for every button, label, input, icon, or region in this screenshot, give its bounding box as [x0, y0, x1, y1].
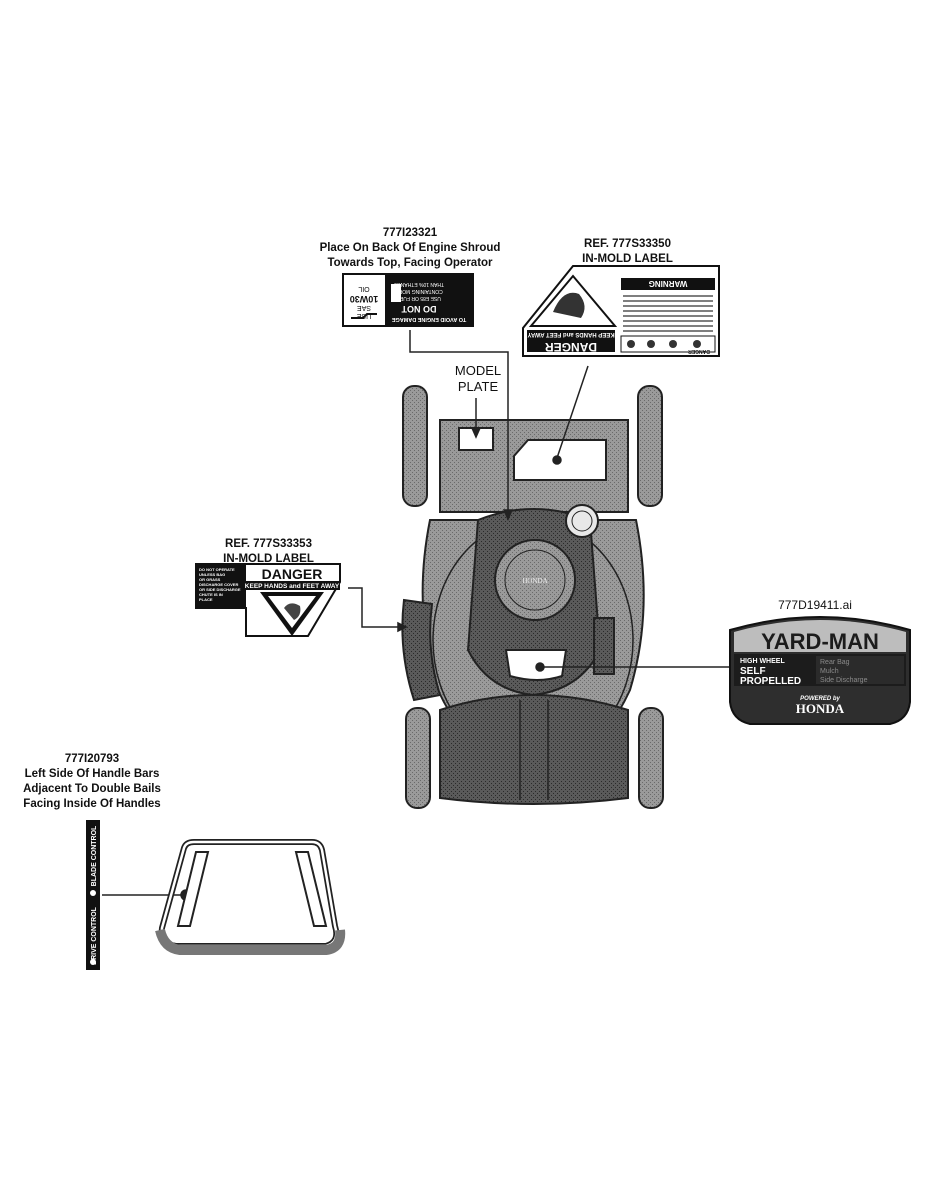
handle-bar-drawing: [155, 839, 346, 955]
bail-left: [176, 851, 210, 927]
engine-label-instruction-1: Place On Back Of Engine Shroud: [319, 242, 501, 254]
top-danger-label-ref: REF. 777S33350: [584, 238, 671, 250]
svg-text:KEEP HANDS and FEET AWAY: KEEP HANDS and FEET AWAY: [245, 583, 340, 590]
wheel-rear-right: [637, 385, 663, 507]
svg-text:PROPELLED: PROPELLED: [740, 676, 801, 687]
model-plate-line-1: MODEL: [454, 363, 502, 378]
handle-label-instruction-1: Left Side Of Handle Bars: [24, 768, 160, 780]
handle-label-caption: 777I20793 Left Side Of Handle Bars Adjac…: [12, 752, 172, 812]
svg-text:HIGH WHEEL: HIGH WHEEL: [740, 658, 785, 665]
svg-text:DO NOT: DO NOT: [401, 304, 437, 314]
model-plate-line-2: PLATE: [457, 379, 499, 394]
handle-label-part-number: 777I20793: [64, 753, 120, 765]
engine-flywheel: [494, 539, 576, 621]
svg-text:THAN 10% ETHANOL: THAN 10% ETHANOL: [394, 281, 444, 287]
top-danger-decal: DANGER KEEP HANDS and FEET AWAY WARNING …: [522, 265, 720, 357]
svg-text:UNLESS BAG: UNLESS BAG: [199, 572, 225, 577]
muffler: [593, 617, 615, 675]
leader-top-danger: [556, 365, 589, 459]
fuel-cap: [565, 504, 599, 538]
yardman-file-name: 777D19411.ai: [778, 598, 852, 612]
svg-text:DISCHARGE COVER: DISCHARGE COVER: [199, 582, 238, 587]
wheel-rear-left: [402, 385, 428, 507]
svg-text:CHUTE IS IN: CHUTE IS IN: [199, 592, 223, 597]
svg-text:OR SIDE DISCHARGE: OR SIDE DISCHARGE: [199, 587, 241, 592]
model-plate-caption: MODEL PLATE: [438, 363, 518, 395]
shroud-brand: HONDA: [522, 577, 547, 585]
svg-text:Rear Bag: Rear Bag: [820, 659, 850, 666]
svg-text:DANGER: DANGER: [262, 566, 323, 582]
svg-text:WARNING: WARNING: [649, 279, 688, 288]
leader-engine-label: [409, 330, 509, 518]
mower-top-view: HONDA: [401, 385, 664, 809]
side-danger-label-type: IN-MOLD LABEL: [223, 553, 314, 565]
svg-text:SELF: SELF: [740, 666, 766, 677]
svg-text:TO AVOID ENGINE DAMAGE: TO AVOID ENGINE DAMAGE: [391, 316, 466, 322]
leader-side-danger: [348, 587, 404, 628]
svg-text:KEEP HANDS and FEET AWAY: KEEP HANDS and FEET AWAY: [527, 331, 614, 337]
handle-label-instruction-2: Adjacent To Double Bails: [23, 783, 161, 795]
svg-text:SAE: SAE: [357, 304, 371, 311]
svg-text:10W30: 10W30: [350, 294, 379, 304]
svg-text:Mulch: Mulch: [820, 668, 839, 675]
side-danger-label-caption: REF. 777S33353 IN-MOLD LABEL: [196, 537, 341, 567]
engine-oil-fuel-decal: TO AVOID ENGINE DAMAGE DO NOT USE E85 OR…: [342, 273, 474, 327]
side-danger-decal: DO NOT OPERATE UNLESS BAG OR GRASS DISCH…: [195, 563, 341, 637]
svg-text:USE: USE: [356, 312, 371, 319]
wheel-front-right: [638, 707, 664, 809]
yardman-brand: YARD-MAN: [761, 629, 879, 654]
engine-label-part-number: 777I23321: [382, 227, 438, 239]
front-shroud: [439, 694, 629, 805]
top-danger-label-type: IN-MOLD LABEL: [582, 253, 673, 265]
top-danger-label-caption: REF. 777S33350 IN-MOLD LABEL: [545, 237, 710, 267]
engine-label-instruction-2: Towards Top, Facing Operator: [327, 257, 493, 269]
svg-text:DANGER: DANGER: [688, 348, 710, 354]
svg-text:Side Discharge: Side Discharge: [820, 677, 868, 684]
side-discharge-door: [401, 598, 442, 702]
drive-control-text: DRIVE CONTROL: [91, 906, 98, 965]
svg-text:OIL: OIL: [358, 285, 369, 292]
svg-text:CONTAINING MORE: CONTAINING MORE: [395, 288, 443, 294]
svg-text:USE E85 OR FUEL: USE E85 OR FUEL: [397, 295, 441, 301]
svg-text:POWERED by: POWERED by: [800, 696, 840, 702]
engine-label-caption: 777I23321 Place On Back Of Engine Shroud…: [300, 226, 520, 271]
bail-right: [294, 851, 328, 927]
yardman-file-caption: 777D19411.ai: [760, 598, 870, 613]
blade-control-text: BLADE CONTROL: [91, 825, 98, 886]
handle-control-decal: DRIVE CONTROL BLADE CONTROL: [86, 820, 100, 970]
svg-text:DO NOT OPERATE: DO NOT OPERATE: [199, 567, 235, 572]
wheel-front-left: [405, 707, 431, 809]
svg-text:OR GRASS: OR GRASS: [199, 577, 221, 582]
handle-label-instruction-3: Facing Inside Of Handles: [23, 798, 161, 810]
side-danger-label-ref: REF. 777S33353: [225, 538, 312, 550]
svg-text:HONDA: HONDA: [796, 701, 845, 716]
yardman-decal: YARD-MAN HIGH WHEEL SELF PROPELLED Rear …: [729, 616, 911, 725]
svg-text:DANGER: DANGER: [545, 340, 597, 354]
svg-text:PLACE: PLACE: [199, 597, 213, 602]
